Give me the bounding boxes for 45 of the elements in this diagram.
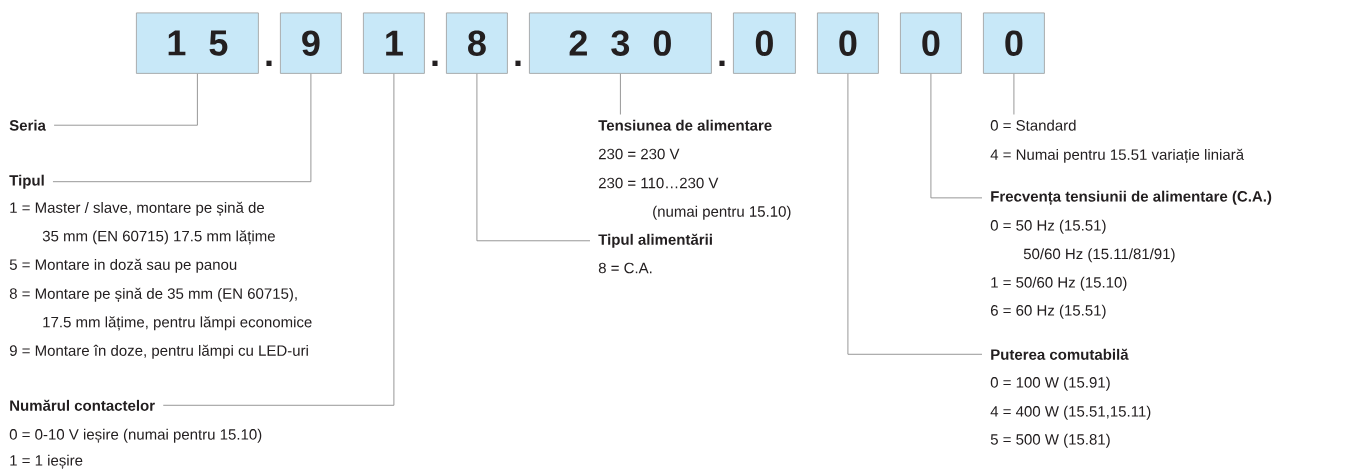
- option-text: 9 = Montare în doze, pentru lămpi cu LED-uri: [9, 344, 308, 359]
- code-digit-box: 0: [817, 12, 879, 74]
- separator-dot: .: [432, 60, 438, 66]
- option-text: 8 = C.A.: [598, 262, 652, 274]
- field-heading: Seria: [9, 119, 46, 131]
- option-text: 230 = 230 V: [598, 148, 680, 160]
- code-digit-box: 2 3 0: [529, 12, 712, 74]
- option-text: 4 = 400 W (15.51,15.11): [990, 405, 1151, 420]
- field-heading: Tipul: [9, 174, 44, 189]
- option-text: 1 = 50/60 Hz (15.10): [991, 276, 1127, 291]
- option-text: 1 = Master / slave, montare pe șină de 35 mm (EN 60715) 17.5 mm lățime: [10, 201, 275, 245]
- option-text: 0 = 100 W (15.91): [990, 376, 1110, 391]
- field-heading: Puterea comutabilă: [991, 348, 1129, 360]
- separator-dot: .: [719, 60, 725, 66]
- option-text: 0 = 50 Hz (15.51) 50/60 Hz (15.11/81/91): [990, 219, 1175, 263]
- leader-line: [53, 73, 198, 126]
- code-digit-box: 0: [900, 12, 962, 74]
- field-heading: Numărul contactelor: [10, 399, 155, 411]
- option-text: 0 = Standard: [990, 119, 1076, 131]
- option-text: 8 = Montare pe șină de 35 mm (EN 60715), 17.5 mm lățime, pentru lămpi economice: [9, 287, 312, 331]
- field-heading: Tensiunea de alimentare: [598, 119, 772, 131]
- code-digit-box: 8: [446, 12, 508, 74]
- option-text: 1 = 1 ieșire: [10, 454, 83, 469]
- code-digit-box: 1: [363, 12, 425, 74]
- code-digit-box: 9: [280, 12, 342, 74]
- leader-line: [476, 73, 591, 242]
- code-digit-box: 1 5: [136, 12, 259, 74]
- option-text: 5 = Montare in doză sau pe panou: [9, 258, 237, 273]
- option-text: 5 = 500 W (15.81): [990, 433, 1110, 448]
- option-text: 6 = 60 Hz (15.51): [991, 304, 1106, 319]
- leader-line: [930, 73, 983, 199]
- option-text: 230 = 110…230 V (numai pentru 15.10): [598, 177, 791, 220]
- code-digit-box: 0: [983, 12, 1045, 74]
- leader-line: [162, 73, 395, 406]
- option-text: 4 = Numai pentru 15.51 variație liniară: [990, 148, 1245, 163]
- leader-line: [847, 73, 983, 355]
- leader-line: [1013, 73, 1015, 115]
- field-heading: Frecvența tensiunii de alimentare (C.A.): [991, 190, 1272, 206]
- separator-dot: .: [515, 60, 521, 66]
- field-heading: Tipul alimentării: [598, 233, 712, 248]
- code-digit-box: 0: [733, 12, 796, 74]
- option-text: 0 = 0-10 V ieșire (numai pentru 15.10): [9, 428, 262, 443]
- leader-line: [52, 73, 312, 183]
- separator-dot: .: [266, 60, 272, 66]
- leader-line: [619, 73, 621, 115]
